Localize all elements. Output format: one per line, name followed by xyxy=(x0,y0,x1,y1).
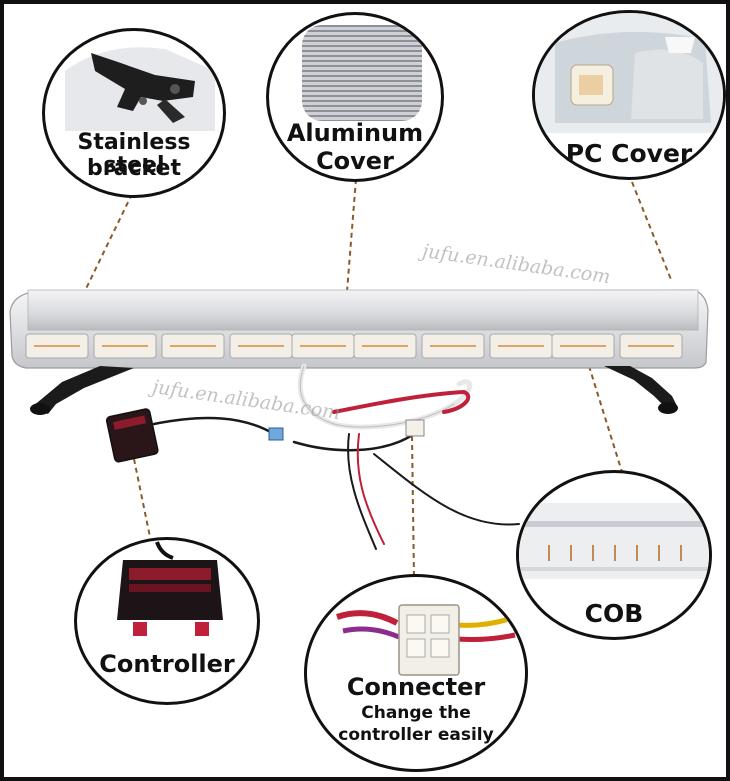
callout-connecter: Connecter Change the controller easily xyxy=(304,574,528,772)
light-bar xyxy=(9,289,709,415)
connecter-line1: Change the xyxy=(361,703,471,723)
pc-label: PC Cover xyxy=(565,139,693,168)
leader-pc xyxy=(631,181,673,283)
aluminum-label-line1: Aluminum xyxy=(286,119,424,147)
controller-module-small xyxy=(105,408,159,463)
aluminum-top-cover xyxy=(27,289,699,331)
callout-aluminum: Aluminum Cover xyxy=(266,12,444,182)
leader-aluminum xyxy=(345,178,357,305)
leader-cob xyxy=(588,365,623,473)
bracket-label-line1: Stainless steel xyxy=(77,130,191,179)
aluminum-texture xyxy=(302,25,422,121)
right-foot xyxy=(604,366,678,408)
connecter-title: Connecter xyxy=(346,673,486,701)
connecter-photo xyxy=(336,604,516,676)
lightbar-illustration xyxy=(9,178,709,581)
wiring xyxy=(152,363,520,550)
callout-cob: COB xyxy=(516,470,712,640)
bracket-photo xyxy=(65,47,215,131)
connecter-line2: controller easily xyxy=(338,725,494,745)
wire-connector-white xyxy=(405,419,425,437)
controller-label: Controller xyxy=(99,650,235,678)
pc-cover-photo xyxy=(535,13,723,133)
wire-connector-blue xyxy=(268,427,284,441)
callout-controller: Controller xyxy=(74,537,260,705)
aluminum-label-line2: Cover xyxy=(316,147,394,175)
left-foot xyxy=(30,366,134,414)
controller-photo xyxy=(117,541,223,636)
cob-photo xyxy=(519,503,709,579)
leader-controller xyxy=(133,458,151,538)
bracket-label-line2: bracket xyxy=(87,156,181,181)
leader-connecter xyxy=(411,435,415,581)
cob-label: COB xyxy=(584,599,644,628)
callout-pc: PC Cover xyxy=(532,10,726,180)
callout-bracket: Stainless steel bracket xyxy=(42,28,226,198)
